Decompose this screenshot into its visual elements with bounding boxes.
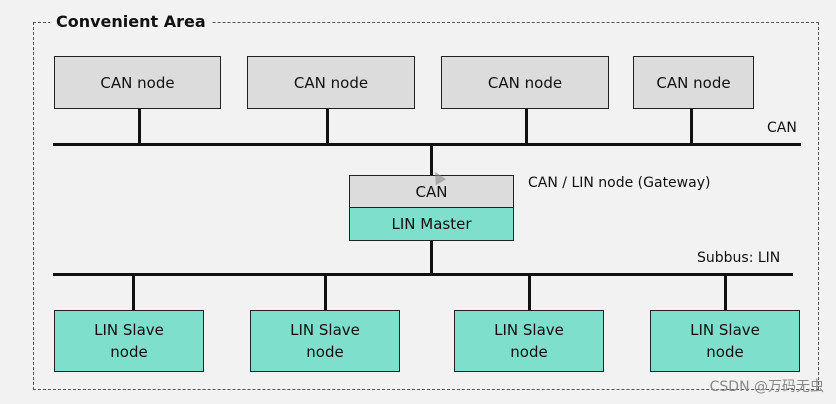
lin-node-4-connector: [724, 276, 727, 310]
can-node-4-connector: [690, 109, 693, 145]
can-node-3: CAN node: [441, 56, 609, 109]
gateway-can-connector: [430, 146, 433, 175]
can-node-1: CAN node: [54, 56, 221, 109]
lin-bus-line: [53, 273, 793, 276]
lin-slave-node-2: LIN Slave node: [250, 310, 400, 372]
lin-node-3-connector: [528, 276, 531, 310]
can-node-2: CAN node: [247, 56, 415, 109]
can-node-1-connector: [138, 109, 141, 145]
can-node-2-connector: [326, 109, 329, 145]
can-bus-line: [53, 143, 801, 146]
lin-node-1-connector: [132, 276, 135, 310]
area-title: Convenient Area: [50, 12, 212, 32]
can-bus-label: CAN: [767, 120, 797, 136]
can-node-3-connector: [525, 109, 528, 145]
subbus-label: Subbus: LIN: [697, 250, 781, 266]
can-node-4: CAN node: [633, 56, 754, 109]
gateway-lin-connector: [430, 241, 433, 275]
gateway-can-section: CAN: [349, 175, 514, 209]
lin-node-2-connector: [324, 276, 327, 310]
watermark: CSDN @万码无虫: [709, 379, 824, 395]
convenient-area-boundary: [33, 22, 819, 390]
lin-slave-node-4: LIN Slave node: [650, 310, 800, 372]
lin-slave-node-3: LIN Slave node: [454, 310, 604, 372]
lin-slave-node-1: LIN Slave node: [54, 310, 204, 372]
gateway-lin-master-section: LIN Master: [349, 207, 514, 241]
gateway-label: CAN / LIN node (Gateway): [528, 175, 711, 191]
